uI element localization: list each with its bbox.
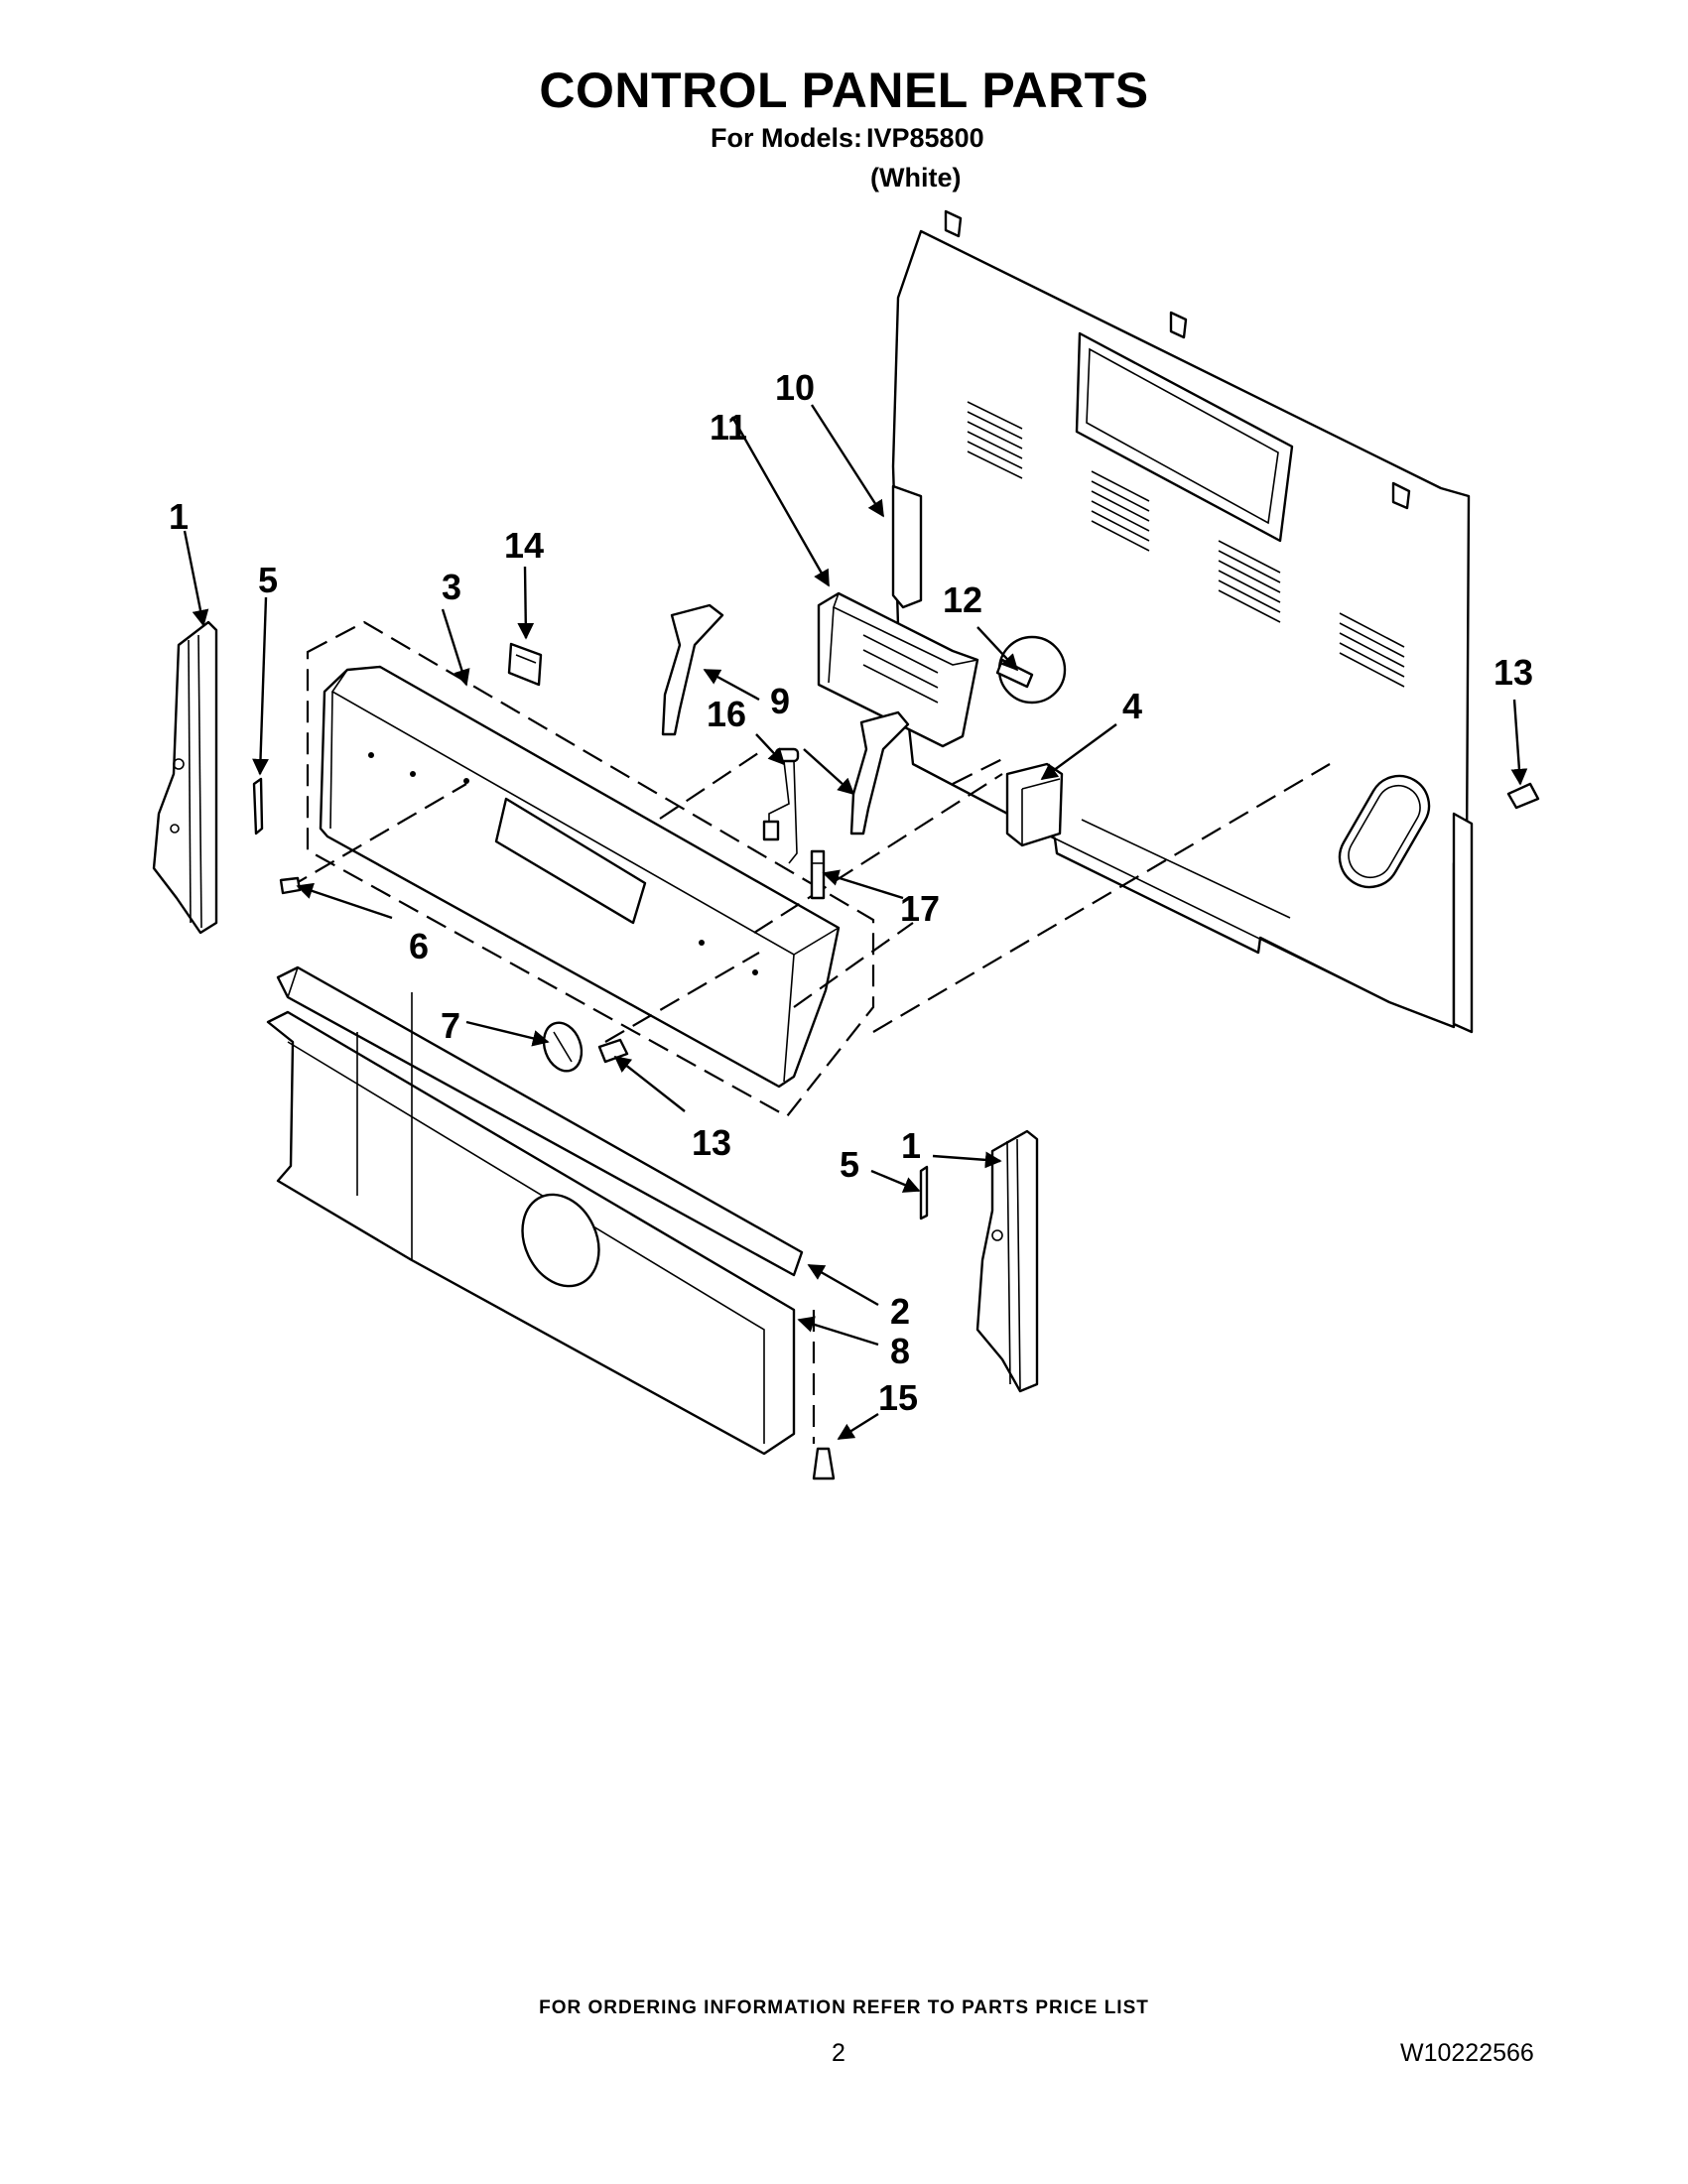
page-title: CONTROL PANEL PARTS [539, 63, 1149, 118]
callout-14: 14 [504, 525, 544, 566]
manifold-hole [521, 1193, 600, 1288]
page-number: 2 [832, 2039, 845, 2067]
models-label: For Models: [711, 123, 862, 153]
ordering-note: FOR ORDERING INFORMATION REFER TO PARTS … [539, 1997, 1149, 2018]
wire-harness-16 [762, 747, 800, 864]
assembly-lines [287, 748, 1331, 1444]
callout-12: 12 [943, 579, 982, 620]
screw-6 [279, 876, 302, 895]
side-bracket-left [152, 620, 218, 935]
clip-right [919, 1165, 929, 1220]
callout-7: 7 [441, 1005, 460, 1046]
display-window [494, 797, 647, 925]
screw-15 [812, 1447, 836, 1480]
side-bracket-right [975, 1129, 1039, 1393]
back-panel-window [1075, 331, 1294, 543]
panel-assembly-outline [306, 620, 875, 1118]
screw-13-right [1506, 782, 1540, 810]
back-panel [891, 209, 1474, 1034]
callout-8: 8 [890, 1331, 910, 1371]
callout-17: 17 [900, 888, 940, 929]
callout-11: 11 [710, 407, 747, 448]
callout-13-bottom: 13 [692, 1122, 731, 1163]
model-color: (White) [870, 163, 962, 193]
callout-16: 16 [707, 694, 746, 734]
switch-17 [810, 849, 826, 900]
back-panel-oval-cutout [1338, 774, 1431, 889]
document-number: W10222566 [1400, 2039, 1534, 2067]
callout-15: 15 [878, 1377, 918, 1418]
callout-5-right: 5 [840, 1144, 859, 1185]
control-panel [319, 665, 841, 1089]
model-number: IVP85800 [866, 123, 984, 153]
vent-slots [967, 401, 1405, 688]
callout-9: 9 [770, 681, 790, 721]
callout-13-right: 13 [1493, 652, 1533, 693]
knob-7 [542, 1021, 584, 1073]
switch-4 [1005, 762, 1064, 847]
front-trim-and-panel [266, 965, 804, 1456]
clip-left [252, 777, 264, 835]
screw-13-bottom [597, 1038, 629, 1064]
callout-1-left: 1 [169, 496, 189, 537]
callout-4: 4 [1122, 686, 1142, 726]
electronic-control [817, 591, 979, 748]
callout-5-left: 5 [258, 560, 278, 600]
callout-labels: 1 5 3 14 11 10 12 13 16 9 4 6 17 7 13 1 … [169, 367, 1533, 1418]
callout-2: 2 [890, 1291, 910, 1332]
control-brackets [661, 603, 910, 835]
callout-1-right: 1 [901, 1125, 921, 1166]
callout-6: 6 [409, 926, 429, 966]
callout-10: 10 [775, 367, 815, 408]
knob-12 [995, 635, 1067, 705]
models-line: For Models:IVP85800 [707, 123, 984, 154]
leader-lines [183, 404, 1528, 1441]
callout-3: 3 [442, 567, 461, 607]
clip-14 [507, 642, 543, 687]
